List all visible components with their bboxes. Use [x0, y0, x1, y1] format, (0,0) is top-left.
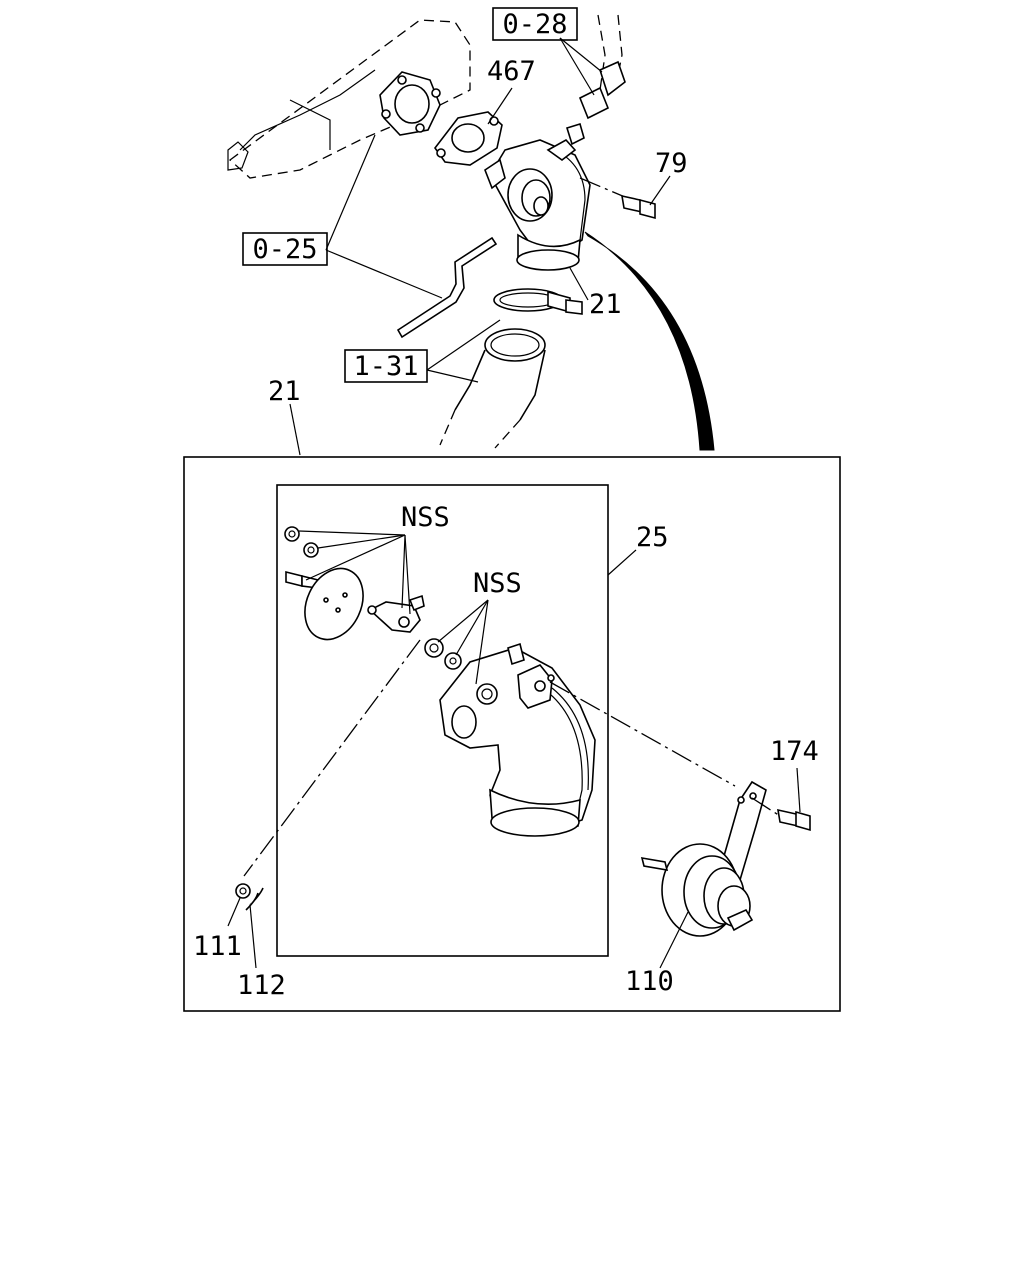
callout-21-detail: 21 — [268, 376, 301, 407]
callout-21-top: 21 — [589, 289, 622, 320]
detail-frame — [183, 456, 841, 1012]
callout-112: 112 — [237, 970, 286, 1001]
vacuum-hose-0-25 — [396, 236, 498, 339]
callout-label-0-25: 0-25 — [252, 234, 317, 265]
vacuum-actuator-110 — [640, 780, 767, 937]
assembly-25-frame — [276, 484, 609, 957]
throttle-elbow-25 — [439, 642, 596, 837]
hose-clamp-21 — [493, 288, 583, 315]
callout-174: 174 — [770, 736, 819, 767]
callout-110: 110 — [625, 966, 674, 997]
clip-111-112 — [235, 883, 264, 911]
gasket-467 — [434, 111, 503, 166]
bolt-174 — [777, 808, 811, 832]
callout-label-1-31: 1-31 — [353, 351, 418, 382]
alignment-lines — [243, 639, 781, 877]
bolt-79 — [579, 177, 656, 220]
leader-lines-detail — [227, 530, 801, 969]
hose-0-28 — [578, 14, 626, 120]
callout-111: 111 — [193, 931, 242, 962]
callout-box-0-28: 0-28 — [492, 7, 578, 41]
callout-nss-2: NSS — [473, 568, 522, 599]
callout-box-1-31: 1-31 — [344, 349, 428, 383]
intake-pipe-1-31 — [439, 328, 546, 449]
detail-arrow — [584, 231, 715, 451]
callout-25: 25 — [636, 522, 669, 553]
throttle-elbow-top — [484, 122, 591, 271]
callout-79: 79 — [655, 148, 688, 179]
callout-nss-1: NSS — [401, 502, 450, 533]
callout-box-0-25: 0-25 — [242, 232, 328, 266]
callout-467: 467 — [487, 56, 536, 87]
exhaust-manifold — [227, 19, 471, 179]
nss-hardware — [284, 526, 462, 670]
callout-label-0-28: 0-28 — [502, 9, 567, 40]
leader-lines-upper — [289, 37, 671, 456]
